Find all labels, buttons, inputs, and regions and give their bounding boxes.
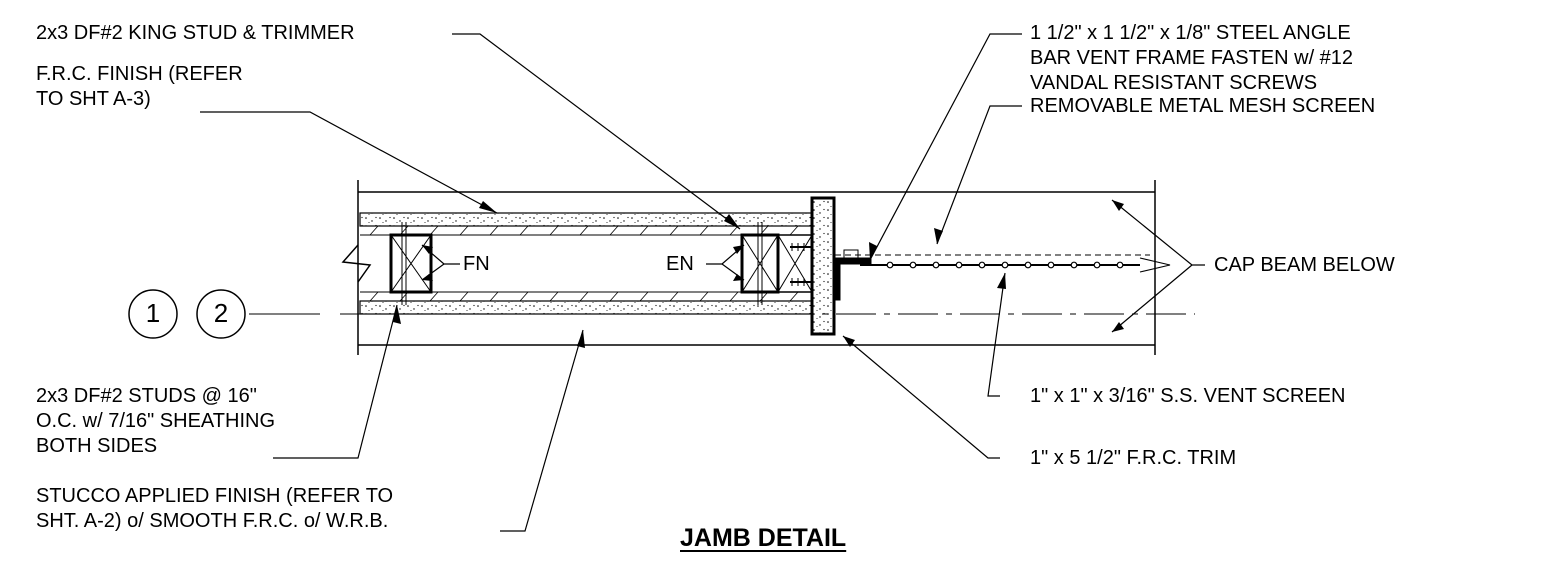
king-stud-note: 2x3 DF#2 KING STUD & TRIMMER [36,22,355,44]
cap-beam-note: CAP BEAM BELOW [1214,254,1395,276]
king-stud-and-trimmer [740,222,813,305]
detail-title: JAMB DETAIL [680,524,847,552]
grid-bubble-label-1: 1 [145,298,161,328]
leader-lines [200,33,1205,532]
vent-screen-note: 1" x 1" x 3/16" S.S. VENT SCREEN [1030,385,1346,407]
vent-screen [860,261,1140,269]
grid-bubble-1 [128,289,178,339]
stucco-note: STUCCO APPLIED FINISH (REFER TO SHT. A-2… [36,485,394,532]
cap-beam-outline [341,180,1171,355]
edge-nailing-tag: EN [666,253,694,275]
wall-stud [389,233,433,294]
wall-section [359,212,813,315]
mesh-screen-note: REMOVABLE METAL MESH SCREEN [1030,95,1376,117]
frc-trim-note: 1" x 5 1/2" F.R.C. TRIM [1030,447,1237,469]
grid-bubble-label-2: 2 [213,298,229,328]
grid-bubble-2 [196,289,246,339]
leader-arrowheads [393,200,1124,348]
stud-nails [401,222,407,305]
vandal-resistant-screws [790,243,812,286]
studs-note: 2x3 DF#2 STUDS @ 16" O.C. w/ 7/16" SHEAT… [36,385,276,457]
frc-finish-note: F.R.C. FINISH (REFER TO SHT A-3) [36,63,243,110]
steel-angle-note: 1 1/2" x 1 1/2" x 1/8" STEEL ANGLE BAR V… [1030,22,1354,94]
steel-angle [834,249,872,301]
field-nailing-tag: FN [463,253,490,275]
